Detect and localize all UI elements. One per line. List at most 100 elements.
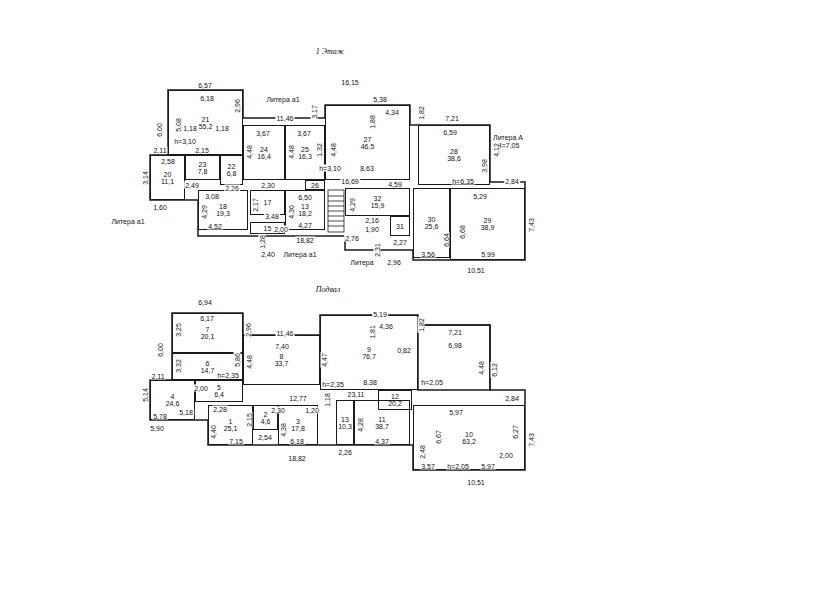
room-area: 20,2 (388, 400, 402, 407)
room-number: 8 (280, 353, 284, 360)
dimension-label: 4,59 (387, 181, 403, 188)
dimension-label: Литера а1 (110, 218, 145, 225)
room-area: 19,3 (216, 210, 230, 217)
dimension-label: 2,96 (245, 322, 252, 338)
dimension-label: 3,08 (204, 193, 220, 200)
room-number: 13 (341, 416, 349, 423)
dimension-label: 6,17 (199, 315, 215, 322)
room-number: 25 (301, 146, 309, 153)
room-area: 7,8 (198, 168, 208, 175)
room-box: 31 (390, 216, 410, 236)
dimension-label: 1,82 (418, 317, 425, 333)
dimension-label: 4,34 (384, 109, 400, 116)
dimension-label: 18,82 (287, 455, 307, 462)
room-number: 26 (311, 182, 319, 189)
dimension-label: 2,28 (212, 406, 228, 413)
dimension-label: 2,84 (504, 395, 520, 402)
dimension-label: 3,67 (296, 130, 312, 137)
dimension-label: 3,48 (264, 213, 280, 220)
dimension-label: 2,96 (234, 98, 241, 114)
dimension-label: 1,32 (316, 142, 323, 158)
dimension-label: 1,28 (259, 234, 266, 250)
dimension-label: 5,97 (448, 409, 464, 416)
dimension-label: 1,18 (324, 392, 331, 408)
room-area: 11,1 (161, 178, 174, 185)
dimension-label: 6,27 (512, 424, 519, 440)
room-area: 38,9 (481, 224, 495, 231)
dimension-label: 1,60 (152, 204, 168, 211)
dimension-label: 11,46 (276, 115, 295, 122)
room-area: 16,3 (298, 153, 312, 160)
dimension-label: 4,29 (349, 197, 356, 213)
room-area: 6,8 (227, 170, 237, 177)
room-number: 21 (202, 116, 210, 123)
dimension-label: 2,00 (498, 452, 514, 459)
dimension-label: 11,46 (276, 330, 295, 337)
dimension-label: 5,99 (480, 251, 496, 258)
dimension-label: 2,76 (344, 235, 360, 242)
dimension-label: 1,18 (214, 125, 230, 132)
room-number: 22 (228, 163, 236, 170)
room-number: 13 (301, 203, 309, 210)
room-area: 46,5 (361, 143, 375, 150)
dimension-label: 6,68 (459, 224, 466, 240)
room-number: 32 (374, 195, 382, 202)
dimension-label: 2,84 (504, 178, 520, 185)
dimension-label: 1,81 (369, 324, 376, 340)
dimension-label: 4,47 (321, 352, 328, 368)
room-area: 63,2 (462, 438, 476, 445)
dimension-label: 8,63 (359, 165, 375, 172)
room-number: 10 (465, 431, 473, 438)
dimension-label: 4,30 (288, 204, 295, 220)
dimension-label: 6,00 (157, 342, 164, 358)
dimension-label: 7,21 (447, 329, 463, 336)
dimension-label: 6,50 (297, 194, 313, 201)
dimension-label: 2,26 (337, 449, 353, 456)
dimension-label: 2,31 (374, 242, 381, 258)
dimension-label: h=2,35 (321, 381, 345, 388)
basement-room-outline (418, 325, 490, 390)
dimension-label: 4,48 (330, 142, 337, 158)
room-area: 55,2 (199, 123, 213, 130)
dimension-label: 4,40 (210, 424, 217, 440)
dimension-label: 2,27 (392, 239, 408, 246)
dimension-label: 2,11 (150, 373, 165, 380)
room-area: 25,6 (425, 223, 439, 230)
dimension-label: 2,40 (260, 251, 276, 258)
room-number: 24 (260, 146, 268, 153)
room-number: 1 (229, 418, 233, 425)
dimension-label: Литера (349, 259, 374, 266)
dimension-label: 4,12 (493, 142, 500, 158)
dimension-label: 4,48 (246, 144, 253, 160)
dimension-label: 2,15 (194, 147, 210, 154)
room-number: 17 (264, 199, 272, 206)
dimension-label: 3,32 (175, 358, 182, 374)
room-number: 5 (217, 384, 221, 391)
room-area: 25,1 (224, 425, 238, 432)
room-box: 1310,3 (336, 400, 354, 445)
room-area: 20,1 (201, 333, 215, 340)
dimension-label: 4,28 (357, 417, 364, 433)
dimension-label: 3,98 (481, 158, 488, 174)
dimension-label: 7,40 (274, 343, 290, 350)
dimension-label: 5,08 (175, 117, 182, 133)
room-number: 2 (264, 411, 268, 418)
dimension-label: h=2,05 (420, 379, 444, 386)
dimension-label: 5,18 (178, 409, 194, 416)
dimension-label: 2,54 (257, 434, 273, 441)
dimension-label: 6,64 (443, 232, 450, 248)
dimension-label: 2,49 (184, 182, 200, 189)
dimension-label: Литера а1 (265, 96, 300, 103)
room-number: 27 (364, 136, 372, 143)
dimension-label: 2,15 (246, 412, 253, 428)
dimension-label: 2,16 (364, 217, 380, 224)
dimension-label: 4,36 (378, 323, 394, 330)
dimension-label: 6,00 (156, 122, 163, 138)
dimension-label: 5,78 (152, 413, 168, 420)
room-number: 18 (219, 203, 227, 210)
dimension-label: 7,21 (444, 115, 460, 122)
dimension-label: 1,20 (304, 407, 320, 414)
room-area: 33,7 (275, 360, 289, 367)
